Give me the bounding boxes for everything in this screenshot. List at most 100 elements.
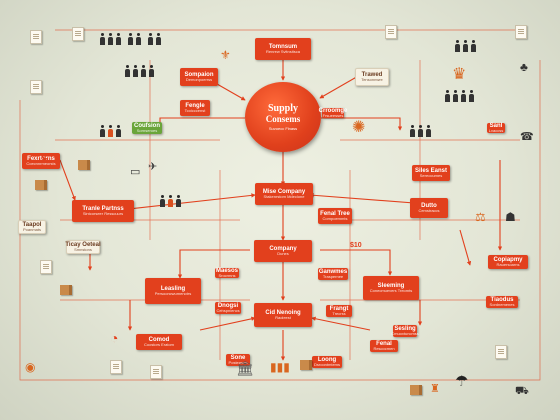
node-frangt[interactable]: Frangt Trecrss	[326, 305, 352, 317]
node-dnogsi[interactable]: Dnogsi Cehspniencs	[215, 302, 241, 314]
document-icon	[110, 360, 122, 374]
node-title: Tiaodus	[490, 296, 514, 303]
node-sub: Tcoicccenst	[184, 108, 206, 114]
node-comod[interactable]: Comod Coostors Eratom	[136, 334, 182, 350]
node-title: Copiapmy	[493, 256, 523, 263]
person-icon: ☗	[505, 210, 516, 224]
node-title: Sompaion	[184, 71, 214, 78]
document-icon	[30, 80, 42, 94]
node-mise-company[interactable]: Mise Company Stakenrstom Mdeclone	[255, 183, 313, 205]
umbrella-icon: ☂	[455, 373, 469, 390]
node-sleeming[interactable]: Sleeming Conecmuevers Treomts	[363, 276, 419, 300]
node-title: Maesos	[216, 267, 239, 274]
node-title: Dnogsi	[217, 302, 239, 309]
box-icon	[78, 160, 90, 170]
node-company[interactable]: Company Dunes	[254, 240, 312, 262]
node-title: Sanl	[489, 122, 503, 129]
node-crroomge[interactable]: Crroomge Frsueesses	[319, 108, 347, 119]
node-title: Crroomge	[318, 107, 348, 114]
node-title: Fexrtorns	[27, 155, 55, 162]
document-icon	[30, 30, 42, 44]
node-taapol[interactable]: Taapol Poanmats	[18, 220, 46, 234]
node-sub: Trecrss	[332, 311, 346, 317]
box-icon	[60, 285, 72, 295]
node-fenal[interactable]: Fenal Rescocmen	[370, 340, 398, 352]
node-title: Cid Nenoing	[265, 309, 301, 316]
node-title: Fengle	[185, 102, 205, 109]
box-icon	[35, 180, 47, 190]
node-ganwmes[interactable]: Ganwmes Traspernee	[318, 268, 348, 280]
document-icon	[72, 27, 84, 41]
bag-icon: ♜	[430, 383, 440, 395]
node-tiaodus[interactable]: Tiaodus Sordnemenes	[486, 296, 518, 308]
node-sub: Coecnnrmeorsts	[26, 161, 56, 167]
node-title: Company	[269, 245, 297, 252]
node-dutto[interactable]: Dutto Cemstraccs	[410, 198, 448, 218]
node-sub: Demonpoerrss	[185, 77, 213, 83]
node-title: Siles Eanst	[415, 167, 448, 174]
node-coufsion[interactable]: Coufsion Sornseroes	[132, 122, 162, 134]
node-leasling[interactable]: Leasling Persooncwumenotrs	[145, 278, 201, 304]
people-group-icon	[445, 90, 485, 104]
building-icon: 🏛	[236, 360, 254, 376]
node-sanl[interactable]: Sanl Lvaccss	[487, 123, 505, 133]
node-fexrtorns[interactable]: Fexrtorns Coecnnrmeorsts	[22, 153, 60, 169]
node-title: Fenal	[376, 340, 392, 347]
node-sub: Poanmats	[22, 227, 41, 233]
plane-icon: ✈	[148, 161, 158, 173]
people-group-icon	[125, 65, 165, 79]
chart-icon: ▮▮▮	[270, 360, 290, 374]
node-sub: Cemstraccs	[418, 208, 440, 214]
arrow-right-icon: ➤	[40, 154, 49, 165]
node-cid-nenoing[interactable]: Cid Nenoing Raoleest	[254, 303, 312, 327]
hub-subtitle: Suvoecc Flnass	[268, 126, 298, 131]
node-maesos[interactable]: Maesos Srocrmns	[215, 268, 239, 278]
node-sub: Raoleest	[275, 315, 291, 321]
node-title: Coufsion	[134, 122, 160, 129]
node-sub: Traspernee	[322, 274, 344, 280]
node-trawed[interactable]: Trawed Tensonnwre	[355, 68, 389, 86]
hub-title-line1: Supply	[267, 103, 299, 114]
people-group-icon	[100, 33, 170, 47]
node-title: Taapol	[22, 221, 42, 228]
node-title: Ticay Oeteal	[65, 241, 101, 248]
node-title: Mise Company	[262, 188, 306, 195]
node-sone[interactable]: Sone Posteanns	[226, 354, 250, 366]
tree-icon: ♣	[520, 60, 528, 74]
node-sub: Stakenrstom Mdeclone	[263, 194, 305, 200]
node-sub: Renrew Svitnsitsca	[265, 49, 300, 55]
hub-supply-consems[interactable]: Supply Consems Suvoecc Flnass	[245, 82, 321, 152]
phone-icon: ☎	[520, 131, 534, 143]
node-copiapmy[interactable]: Copiapmy Rauersoarns	[488, 255, 528, 269]
node-tranle-partnss[interactable]: Tranle Partnss Sintcorseer Resscuurs	[72, 200, 134, 222]
node-loong[interactable]: Loong Dsroontmtems	[312, 356, 342, 368]
node-fenal-tree[interactable]: Fenal Tree Compoemmts	[318, 208, 352, 224]
node-sub: Lvaccss	[488, 128, 504, 134]
node-sompaion[interactable]: Sompaion Demonpoerrss	[180, 68, 218, 86]
node-sub: Conecmuevers Treomts	[369, 288, 413, 294]
gear-icon: ✺	[352, 119, 366, 136]
node-ticay-oeteal[interactable]: Ticay Oeteal Smnstons	[65, 240, 101, 254]
node-sub: Sornseroes	[136, 128, 158, 134]
people-group-icon	[100, 125, 126, 139]
node-title: Leasling	[160, 285, 186, 292]
node-siles-eanst[interactable]: Siles Eanst Sereocumes	[412, 165, 450, 181]
node-sub: Srocrmns	[218, 273, 236, 279]
node-sub: Frsueesses	[322, 113, 344, 119]
node-title: Tomnsum	[268, 43, 298, 50]
node-sesling[interactable]: Sesling Cmuoxtuncmss	[391, 325, 419, 337]
node-tomnsum[interactable]: Tomnsum Renrew Svitnsitsca	[255, 38, 311, 60]
document-icon	[515, 25, 527, 39]
node-title: Fenal Tree	[320, 210, 350, 217]
cost-label: $10	[350, 242, 362, 249]
node-sub: Coostors Eratom	[143, 342, 174, 348]
node-title: Sone	[230, 354, 246, 361]
node-title: Frangt	[329, 305, 349, 312]
people-group-icon	[410, 125, 440, 139]
node-fengle[interactable]: Fengle Tcoicccenst	[180, 100, 210, 116]
crown-icon: ♛	[452, 66, 467, 83]
node-sub: Cmuoxtuncmss	[391, 331, 419, 337]
laptop-icon: ▭	[130, 166, 141, 178]
people-group-icon	[160, 195, 190, 209]
